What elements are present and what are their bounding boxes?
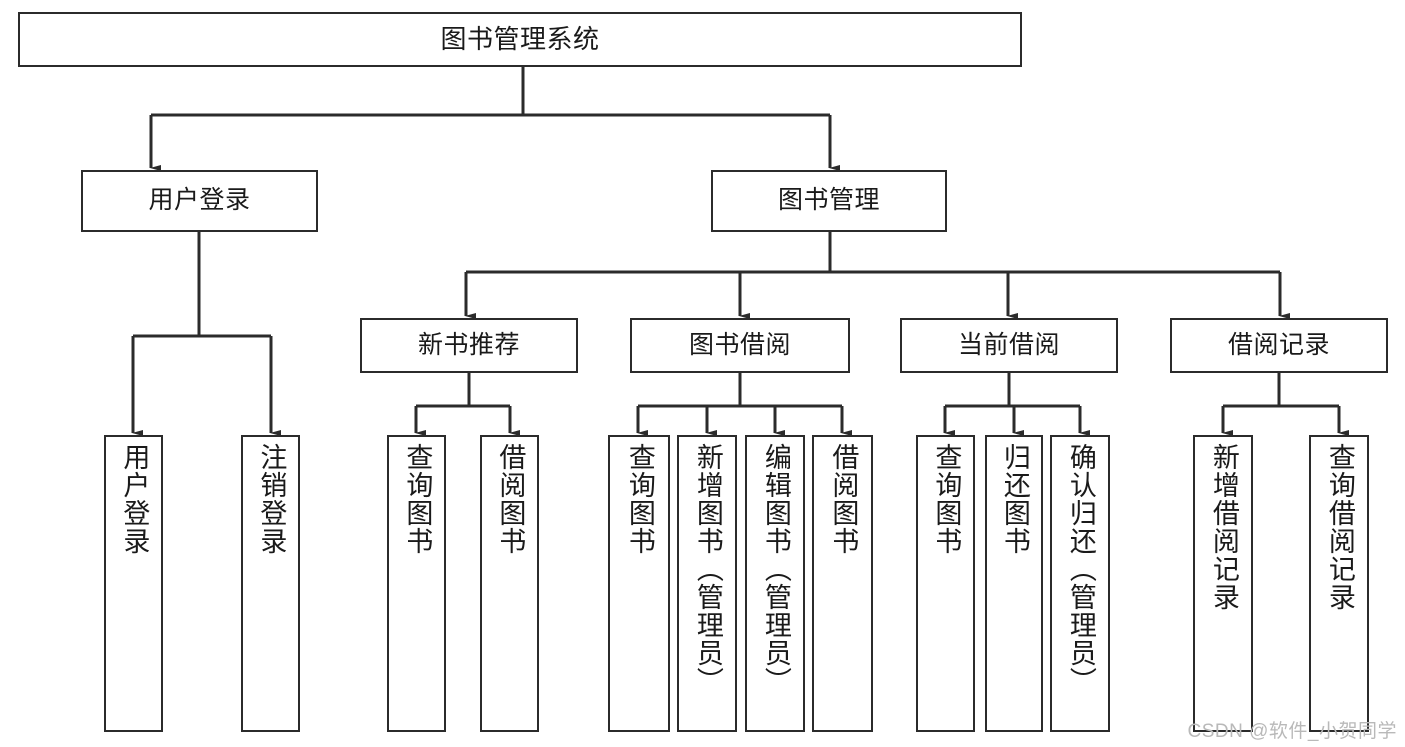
node-leaf-return-book[interactable]: 归还图书 xyxy=(985,435,1043,732)
node-label: 借阅图书 xyxy=(495,443,526,555)
node-leaf-query-book-2[interactable]: 查询图书 xyxy=(608,435,670,732)
node-leaf-confirm-return-admin[interactable]: 确认归还（管理员） xyxy=(1050,435,1110,732)
node-label: 新增图书（管理员） xyxy=(692,443,723,695)
node-label: 查询图书 xyxy=(402,443,433,555)
node-leaf-add-book-admin[interactable]: 新增图书（管理员） xyxy=(677,435,737,732)
node-label: 归还图书 xyxy=(999,443,1030,555)
node-leaf-add-borrow-record[interactable]: 新增借阅记录 xyxy=(1193,435,1253,732)
node-book-management[interactable]: 图书管理 xyxy=(711,170,947,232)
node-user-login[interactable]: 用户登录 xyxy=(81,170,318,232)
node-leaf-edit-book-admin[interactable]: 编辑图书（管理员） xyxy=(745,435,805,732)
node-book-borrow[interactable]: 图书借阅 xyxy=(630,318,850,373)
node-leaf-query-book-3[interactable]: 查询图书 xyxy=(916,435,975,732)
node-borrow-record[interactable]: 借阅记录 xyxy=(1170,318,1388,373)
node-label: 用户登录 xyxy=(148,186,251,215)
node-leaf-query-book-1[interactable]: 查询图书 xyxy=(387,435,446,732)
node-label: 注销登录 xyxy=(256,443,287,555)
node-leaf-user-login[interactable]: 用户登录 xyxy=(104,435,163,732)
node-label: 确认归还（管理员） xyxy=(1065,443,1096,695)
node-label: 借阅记录 xyxy=(1227,330,1330,359)
node-label: 图书管理系统 xyxy=(440,24,600,55)
node-label: 新书推荐 xyxy=(417,330,520,359)
node-label: 借阅图书 xyxy=(828,443,859,555)
node-label: 查询借阅记录 xyxy=(1324,443,1355,611)
node-leaf-borrow-book-2[interactable]: 借阅图书 xyxy=(812,435,873,732)
node-label: 新增借阅记录 xyxy=(1208,443,1239,611)
node-leaf-borrow-book-1[interactable]: 借阅图书 xyxy=(480,435,539,732)
node-leaf-logout[interactable]: 注销登录 xyxy=(241,435,300,732)
node-label: 查询图书 xyxy=(624,443,655,555)
node-current-borrow[interactable]: 当前借阅 xyxy=(900,318,1118,373)
node-label: 当前借阅 xyxy=(957,330,1060,359)
node-root-book-management-system[interactable]: 图书管理系统 xyxy=(18,12,1022,67)
node-label: 编辑图书（管理员） xyxy=(760,443,791,695)
node-label: 图书借阅 xyxy=(688,330,791,359)
node-label: 图书管理 xyxy=(777,186,880,215)
node-new-book-recommend[interactable]: 新书推荐 xyxy=(360,318,578,373)
node-label: 查询图书 xyxy=(931,443,962,555)
node-leaf-query-borrow-record[interactable]: 查询借阅记录 xyxy=(1309,435,1369,732)
node-label: 用户登录 xyxy=(119,443,150,555)
watermark-text: CSDN @软件_小贺同学 xyxy=(1187,721,1397,742)
